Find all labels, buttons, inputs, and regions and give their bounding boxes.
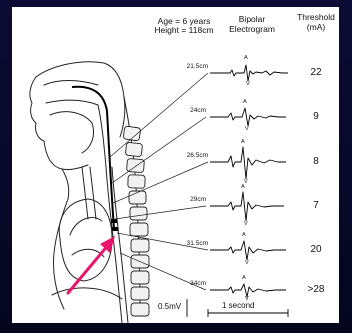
pink-arrow xyxy=(0,0,352,333)
slide: Age = 6 years Height = 118cm Bipolar Ele… xyxy=(0,0,352,333)
